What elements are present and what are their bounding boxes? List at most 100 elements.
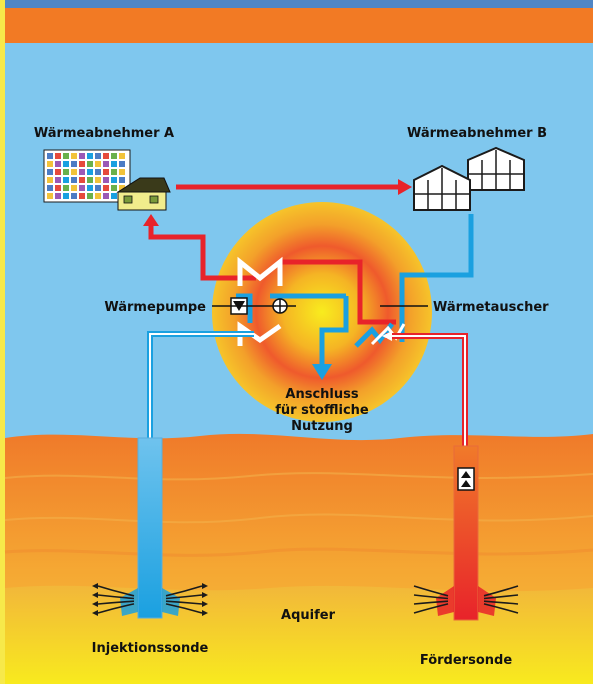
window <box>79 161 85 167</box>
window <box>55 177 61 183</box>
window <box>55 193 61 199</box>
flow-arrow <box>413 603 449 614</box>
arrow-down-icon <box>312 364 332 380</box>
flow-arrow <box>413 594 449 600</box>
heat-pump-cold-line <box>236 293 253 323</box>
window <box>79 153 85 159</box>
arrow-head-icon <box>202 583 208 589</box>
left-edge-band <box>0 0 5 684</box>
arrow-head-icon <box>398 179 412 195</box>
flow-arrow <box>97 585 135 597</box>
window <box>71 185 77 191</box>
heat-pump-label: Wärmepumpe <box>104 300 206 315</box>
window <box>111 177 117 183</box>
window <box>111 169 117 175</box>
top-strip <box>5 0 593 8</box>
window <box>71 177 77 183</box>
flow-arrow <box>483 585 519 597</box>
window <box>103 177 109 183</box>
well-pump-icon <box>457 467 475 491</box>
arrow-head-icon <box>143 214 159 226</box>
window <box>63 153 69 159</box>
flow-arrow <box>413 585 449 597</box>
window <box>79 193 85 199</box>
window <box>119 153 125 159</box>
window <box>111 193 117 199</box>
flow-arrow <box>483 600 519 605</box>
window <box>63 169 69 175</box>
arrow-head-icon <box>202 601 208 607</box>
window <box>87 153 93 159</box>
header-bar <box>5 8 593 43</box>
window <box>119 185 125 191</box>
window <box>87 177 93 183</box>
arrow-left-icon <box>382 331 392 341</box>
connection-label-line1: Anschluss <box>285 387 358 402</box>
window <box>71 161 77 167</box>
window <box>63 161 69 167</box>
supply-line-a <box>148 225 256 281</box>
aquifer-label: Aquifer <box>281 608 336 623</box>
injection-well <box>92 437 208 619</box>
heat-exchanger-label: Wärmetauscher <box>433 300 549 315</box>
flow-arrow <box>165 594 203 600</box>
window <box>95 161 101 167</box>
window <box>55 153 61 159</box>
window <box>47 177 53 183</box>
heat-source-glow <box>212 202 432 422</box>
window <box>87 169 93 175</box>
window <box>47 185 53 191</box>
flow-arrow <box>97 594 135 600</box>
flow-arrow <box>97 603 135 614</box>
house-icon <box>116 177 171 211</box>
window <box>71 193 77 199</box>
production-well-label: Fördersonde <box>420 653 512 668</box>
heat-pump-loop <box>280 259 396 325</box>
window <box>79 169 85 175</box>
return-line-b <box>399 214 474 342</box>
window <box>79 177 85 183</box>
window <box>103 153 109 159</box>
flow-arrow <box>483 594 519 600</box>
flow-arrow <box>165 600 203 605</box>
window <box>111 185 117 191</box>
window <box>95 153 101 159</box>
window <box>47 193 53 199</box>
window <box>55 161 61 167</box>
window <box>47 169 53 175</box>
flow-arrow <box>413 600 449 605</box>
window <box>95 193 101 199</box>
apartment-building-icon <box>43 149 131 203</box>
window <box>71 153 77 159</box>
window <box>95 169 101 175</box>
window <box>87 193 93 199</box>
window <box>103 185 109 191</box>
flow-arrow <box>483 603 519 614</box>
window <box>87 185 93 191</box>
window <box>111 153 117 159</box>
flow-arrow <box>97 600 135 605</box>
window <box>71 169 77 175</box>
window <box>119 169 125 175</box>
connection-label-line2: für stoffliche <box>275 403 369 418</box>
flow-arrow <box>165 585 203 597</box>
hot-pipeline <box>382 331 468 462</box>
arrow-head-icon <box>92 601 98 607</box>
window <box>111 161 117 167</box>
window <box>119 161 125 167</box>
window <box>119 177 125 183</box>
injection-well-label: Injektionssonde <box>92 641 209 656</box>
connection-line <box>319 296 349 366</box>
arrow-head-icon <box>202 610 208 616</box>
window <box>95 185 101 191</box>
window <box>103 193 109 199</box>
window <box>55 169 61 175</box>
production-well <box>413 445 519 621</box>
window <box>103 161 109 167</box>
window <box>79 185 85 191</box>
window <box>103 169 109 175</box>
arrow-head-icon <box>202 592 208 598</box>
consumer-a-label: Wärmeabnehmer A <box>34 126 174 141</box>
